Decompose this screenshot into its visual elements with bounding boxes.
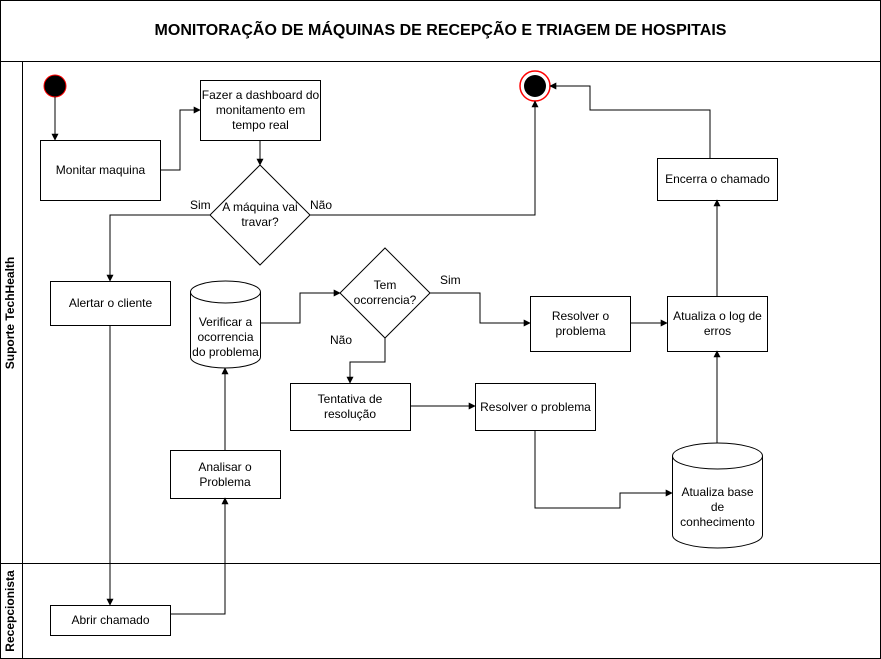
edge-nao-tentativa xyxy=(346,338,386,384)
dashboard-box[interactable] xyxy=(200,80,321,141)
resolver1-label: Resolver o problema xyxy=(551,309,610,338)
edge-nao-end xyxy=(310,100,539,216)
decisao-travar-diamond[interactable] xyxy=(209,164,311,266)
edge-abrir-analisar xyxy=(170,497,229,615)
lane-title-suporte: Suporte TechHealth xyxy=(3,256,17,370)
diagram-title: MONITORAÇÃO DE MÁQUINAS DE RECEPÇÃO E TR… xyxy=(154,22,727,39)
edge-label-nao-ocorrencia: Não xyxy=(330,333,353,347)
dashboard-label: Fazer a dashboard do monitamento em temp… xyxy=(201,88,320,132)
resolver2-box[interactable] xyxy=(475,383,596,431)
edge-sim-alertar xyxy=(106,214,210,282)
atualiza-base-cylinder[interactable] xyxy=(672,442,763,549)
edge-monitorar-dashboard xyxy=(160,106,201,171)
edge-label-sim-ocorrencia: Sim xyxy=(440,273,461,287)
edge-verificar-ocorrencia xyxy=(260,289,341,324)
resolver2-label: Resolver o problema xyxy=(480,399,591,414)
tentativa-box[interactable] xyxy=(290,383,411,431)
alertar-label: Alertar o cliente xyxy=(68,296,153,310)
atualiza-base-label: Atualiza base de conhecimento xyxy=(680,484,755,529)
decisao-ocorrencia-label: Tem ocorrencia? xyxy=(353,278,417,307)
monitorar-box[interactable] xyxy=(40,140,161,201)
atualiza-log-label: Atualiza o log de erros xyxy=(673,309,762,338)
edge-encerra-end xyxy=(549,82,711,158)
monitorar-label: Monitar maquina xyxy=(55,163,146,177)
encerra-label: Encerra o chamado xyxy=(665,172,770,186)
start-node xyxy=(43,74,67,98)
analisar-label: Analisar o Problema xyxy=(198,459,252,489)
end-node xyxy=(524,75,546,97)
resolver1-box[interactable] xyxy=(530,296,631,352)
abrir-chamado-box[interactable] xyxy=(50,605,171,636)
lane-title-recepcionista: Recepcionista xyxy=(3,570,17,652)
decisao-travar-label: A máquina vai travar? xyxy=(222,200,298,229)
verificar-cylinder[interactable] xyxy=(190,280,261,369)
abrir-chamado-label: Abrir chamado xyxy=(71,613,150,627)
tentativa-label: Tentativa de resolução xyxy=(317,392,383,421)
edge-resolver2-base xyxy=(534,430,673,509)
edge-label-nao-travar: Não xyxy=(310,198,333,212)
edge-label-sim-travar: Sim xyxy=(190,198,211,212)
analisar-box[interactable] xyxy=(170,450,281,499)
verificar-label: Verificar a ocorrencia do problema xyxy=(192,314,259,359)
edge-sim-resolver1 xyxy=(430,292,531,327)
